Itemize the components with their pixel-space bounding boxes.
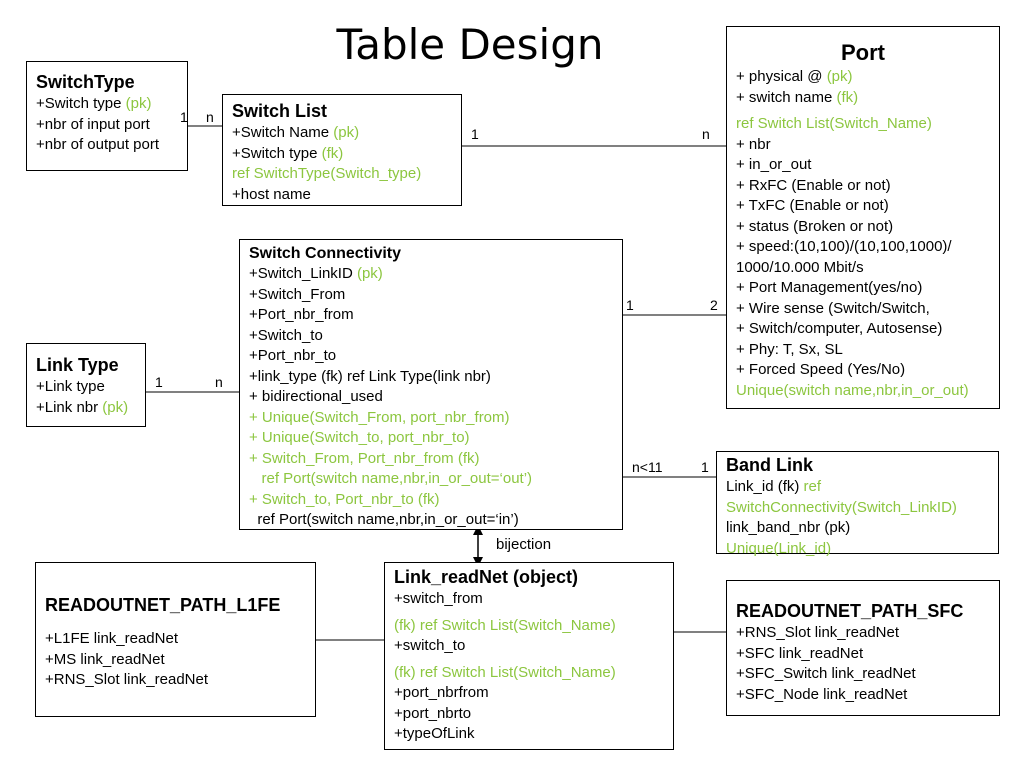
cardinality-label: 1 (180, 109, 188, 125)
switchtype-field: +Switch type (pk) (36, 95, 152, 112)
path-sfc-heading: READOUTNET_PATH_SFC (736, 601, 964, 621)
switch-list-ref: ref SwitchType(Switch_type) (232, 165, 422, 182)
cardinality-label: n (702, 126, 710, 142)
link-readnet-field: +port_nbrto (394, 704, 472, 722)
link-readnet-field: +switch_from (394, 590, 483, 607)
port-field: + Port Management(yes/no) (736, 279, 923, 296)
port-field: + Phy: T, Sx, SL (736, 340, 843, 358)
switch-connectivity-heading: Switch Connectivity (249, 245, 402, 262)
switchtype-table: SwitchType +Switch type (pk) +nbr of inp… (26, 61, 188, 171)
port-field: + Forced Speed (Yes/No) (736, 361, 906, 378)
path-l1fe-field: +L1FE link_readNet (45, 630, 178, 647)
port-field: + in_or_out (736, 156, 812, 173)
switchtype-heading: SwitchType (36, 72, 135, 92)
connectivity-field: +Port_nbr_from (249, 306, 354, 323)
cardinality-label: n<11 (632, 459, 663, 475)
link-readnet-ref: (fk) ref Switch List(Switch_Name) (394, 616, 616, 634)
band-link-field: Link_id (fk) ref (726, 478, 822, 495)
connectivity-constraint: + Unique(Switch_From, port_nbr_from) (249, 408, 510, 426)
link-readnet-heading: Link_readNet (object) (394, 567, 579, 587)
connectivity-field: +Switch_to (249, 326, 323, 344)
bijection-label: bijection (496, 536, 552, 553)
cardinality-label: 1 (701, 459, 709, 475)
connectivity-constraint: + Unique(Switch_to, port_nbr_to) (249, 429, 470, 446)
port-field: + status (Broken or not) (736, 217, 894, 235)
switchtype-field: +nbr of output port (36, 136, 160, 153)
path-l1fe-field: +RNS_Slot link_readNet (45, 671, 209, 688)
cardinality-label: 1 (155, 374, 163, 390)
switch-connectivity-table: Switch Connectivity +Switch_LinkID (pk) … (239, 239, 623, 530)
link-type-heading: Link Type (36, 355, 119, 375)
cardinality-label: 2 (710, 297, 718, 313)
path-sfc-field: +RNS_Slot link_readNet (736, 624, 900, 641)
cardinality-label: 1 (626, 297, 634, 313)
port-field: + speed:(10,100)/(10,100,1000)/ (736, 238, 952, 255)
port-table: Port + physical @ (pk) + switch name (fk… (726, 26, 1000, 409)
path-l1fe-heading: READOUTNET_PATH_L1FE (45, 595, 281, 615)
path-sfc-field: +SFC_Node link_readNet (736, 685, 908, 703)
band-link-heading: Band Link (726, 455, 814, 475)
link-readnet-field: +switch_to (394, 637, 466, 654)
switch-list-heading: Switch List (232, 101, 328, 121)
switch-list-field: +host name (232, 185, 311, 203)
port-field: + physical @ (pk) (736, 68, 853, 85)
switch-list-table: Switch List +Switch Name (pk) +Switch ty… (222, 94, 462, 206)
connectivity-field: +link_type (fk) ref Link Type(link nbr) (249, 367, 491, 385)
port-unique: Unique(switch name,nbr,in_or_out) (736, 381, 969, 399)
connectivity-field: +Switch_LinkID (pk) (249, 265, 383, 282)
path-sfc-field: +SFC link_readNet (736, 644, 864, 662)
port-field: + RxFC (Enable or not) (736, 176, 891, 194)
readoutnet-path-sfc-table: READOUTNET_PATH_SFC +RNS_Slot link_readN… (726, 580, 1000, 716)
port-field: 1000/10.000 Mbit/s (736, 258, 864, 276)
link-type-field: +Link nbr (pk) (36, 398, 129, 416)
port-field: + Switch/computer, Autosense) (736, 320, 943, 337)
switch-list-field: +Switch type (fk) (232, 144, 344, 162)
port-heading: Port (841, 40, 885, 65)
link-readnet-table: Link_readNet (object) +switch_from (fk) … (384, 562, 674, 750)
link-type-table: Link Type +Link type +Link nbr (pk) (26, 343, 146, 427)
link-readnet-field: +typeOfLink (394, 725, 475, 742)
connectivity-constraint: ref Port(switch name,nbr,in_or_out=‘out’… (249, 470, 533, 487)
connectivity-ref: ref Port(switch name,nbr,in_or_out=‘in’) (249, 511, 519, 528)
port-field: + switch name (fk) (736, 88, 859, 106)
connectivity-field: +Port_nbr_to (249, 347, 337, 364)
switchtype-field: +nbr of input port (36, 115, 150, 133)
port-field: + TxFC (Enable or not) (736, 197, 889, 214)
cardinality-label: n (215, 374, 223, 390)
connectivity-constraint: + Switch_From, Port_nbr_from (fk) (249, 449, 480, 467)
connectivity-constraint: + Switch_to, Port_nbr_to (fk) (249, 490, 440, 508)
port-field: + Wire sense (Switch/Switch, (736, 299, 930, 317)
cardinality-label: n (206, 109, 214, 125)
band-link-ref: SwitchConnectivity(Switch_LinkID) (726, 498, 957, 516)
link-type-field: +Link type (36, 378, 105, 395)
link-readnet-ref: (fk) ref Switch List(Switch_Name) (394, 663, 616, 681)
port-field: + nbr (736, 135, 771, 153)
connectivity-field: +Switch_From (249, 285, 346, 303)
cardinality-label: 1 (471, 126, 479, 142)
connectivity-field: + bidirectional_used (249, 388, 383, 405)
port-ref: ref Switch List(Switch_Name) (736, 115, 932, 132)
band-link-table: Band Link Link_id (fk) ref SwitchConnect… (716, 451, 999, 557)
readoutnet-path-l1fe-table: READOUTNET_PATH_L1FE +L1FE link_readNet … (35, 562, 316, 717)
band-link-field: link_band_nbr (pk) (726, 519, 851, 536)
band-link-unique: Unique(Link_id) (726, 539, 832, 557)
path-l1fe-field: +MS link_readNet (45, 650, 165, 668)
switch-list-field: +Switch Name (pk) (232, 124, 360, 141)
path-sfc-field: +SFC_Switch link_readNet (736, 665, 916, 682)
page-title: Table Design (336, 20, 604, 69)
link-readnet-field: +port_nbrfrom (394, 684, 489, 701)
